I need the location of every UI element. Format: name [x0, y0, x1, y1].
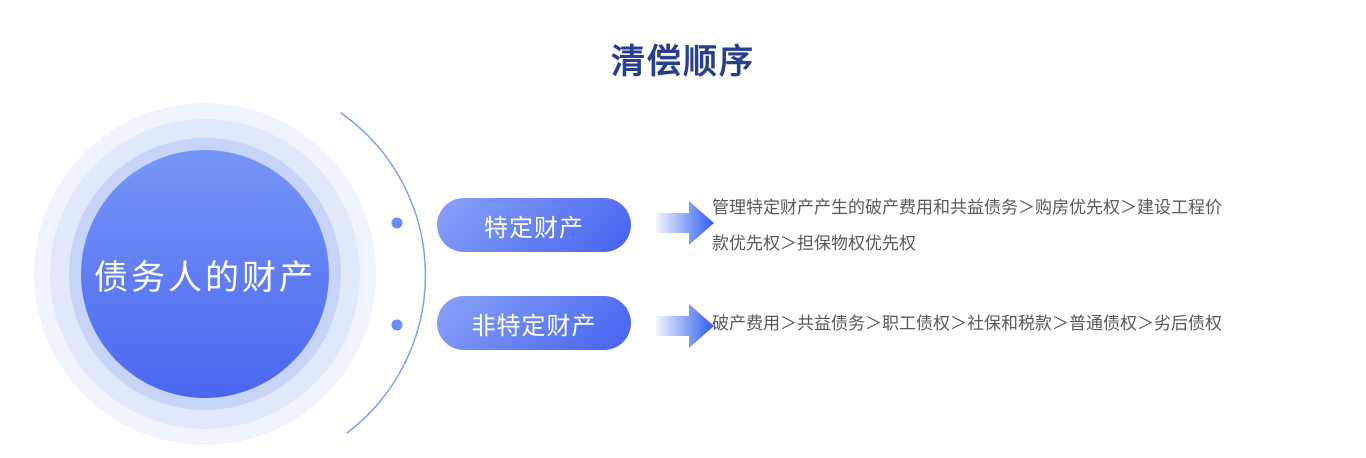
circle-main: 债务人的财产	[81, 150, 329, 398]
connector-arc	[340, 112, 427, 434]
specific-property-order-text: 管理特定财产产生的破产费用和共益债务＞购房优先权＞建设工程价款优先权＞担保物权优…	[712, 198, 1222, 253]
connector-dot	[391, 319, 403, 331]
circle-label: 债务人的财产	[94, 258, 316, 297]
arrow-right-icon	[656, 201, 714, 245]
pill-specific-property: 特定财产	[437, 198, 631, 252]
connector-dot	[391, 217, 403, 229]
page-title: 清偿顺序	[611, 43, 755, 81]
debtor-property-circle: 债务人的财产	[34, 103, 376, 445]
non-specific-property-order-text: 破产费用＞共益债务＞职工债权＞社保和税款＞普通债权＞劣后债权	[712, 314, 1222, 333]
pill-label: 非特定财产	[471, 312, 597, 340]
arrow-right-icon	[656, 304, 714, 348]
pill-non-specific-property: 非特定财产	[437, 296, 631, 350]
pill-label: 特定财产	[484, 214, 584, 242]
